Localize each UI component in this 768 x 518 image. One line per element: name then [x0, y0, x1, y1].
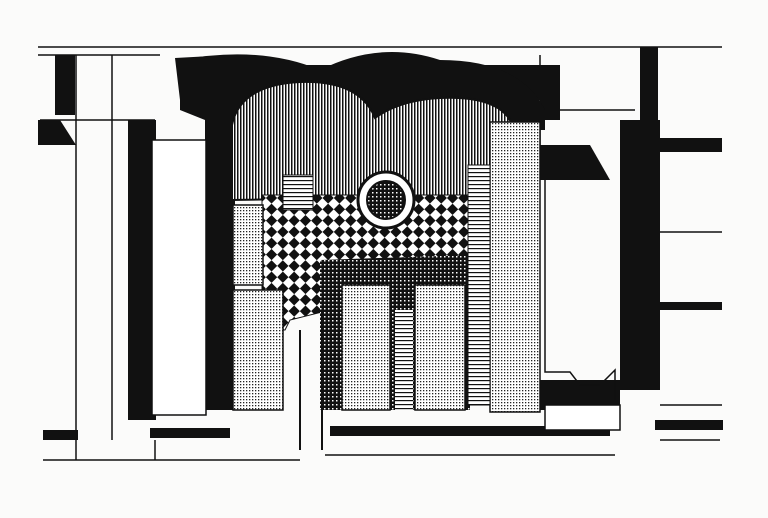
stair-column: [467, 164, 491, 406]
shadows: [38, 47, 723, 440]
site-lines: [38, 46, 722, 461]
central-building: [231, 80, 541, 450]
vaulted-roof: [231, 80, 516, 202]
left-dotted-block-upper: [232, 204, 264, 286]
tower-element: [282, 174, 314, 211]
round-pavilion-core: [366, 180, 406, 220]
right-dotted-block: [489, 121, 541, 413]
center-dotted-block-1: [341, 284, 391, 411]
left-dotted-block-lower: [232, 289, 284, 411]
left-building: [151, 139, 207, 416]
center-dotted-block-2: [414, 284, 466, 411]
stair-passage: [395, 310, 413, 410]
right-buildings: [544, 180, 621, 431]
